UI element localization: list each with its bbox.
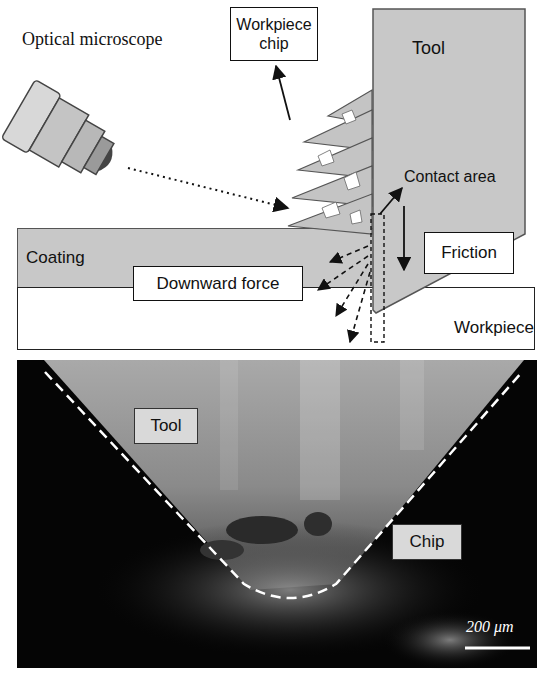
view-arrow bbox=[128, 168, 288, 208]
photo-streak bbox=[300, 360, 340, 500]
photo-label-box: Tool bbox=[134, 408, 198, 444]
node-text: Workpiece chip bbox=[231, 15, 317, 53]
scale-label: 200 μm bbox=[466, 618, 514, 636]
microscope-symbol bbox=[1, 80, 127, 192]
chip-fragment bbox=[318, 150, 334, 166]
node-text: Friction bbox=[441, 243, 497, 263]
chip-symbol bbox=[288, 90, 372, 234]
tool-polygon bbox=[373, 9, 525, 313]
photo-streak bbox=[400, 360, 424, 450]
chip-pointer bbox=[276, 66, 290, 120]
chip-fragment bbox=[322, 202, 340, 218]
callout-box: Downward force bbox=[133, 266, 303, 301]
chip-fragments bbox=[318, 110, 362, 224]
chip-fragment bbox=[350, 210, 362, 224]
micrograph bbox=[17, 360, 537, 670]
chip-fragment bbox=[344, 172, 360, 190]
photo-debris bbox=[200, 540, 244, 560]
part-label: Optical microscope bbox=[22, 29, 162, 50]
tool-outline bbox=[45, 372, 522, 598]
microscope-lens bbox=[98, 147, 117, 174]
part-label: Contact area bbox=[404, 168, 496, 186]
callout-box: Workpiece chip bbox=[230, 7, 318, 61]
callout-box: Friction bbox=[424, 232, 514, 274]
scale-bar bbox=[465, 647, 530, 650]
photo-debris bbox=[304, 512, 332, 536]
node-text: Coating bbox=[26, 248, 383, 268]
node-text: Tool bbox=[150, 416, 181, 436]
photo-glow bbox=[380, 610, 520, 670]
chip-fragment bbox=[342, 110, 356, 124]
photo-streak bbox=[220, 360, 238, 490]
node-text: Downward force bbox=[157, 274, 280, 294]
node-text: Workpiece bbox=[454, 318, 552, 338]
photo-debris bbox=[226, 516, 298, 544]
node-text: Chip bbox=[410, 532, 445, 552]
photo-label-box: Chip bbox=[392, 524, 462, 560]
node-text: Tool bbox=[412, 38, 445, 59]
